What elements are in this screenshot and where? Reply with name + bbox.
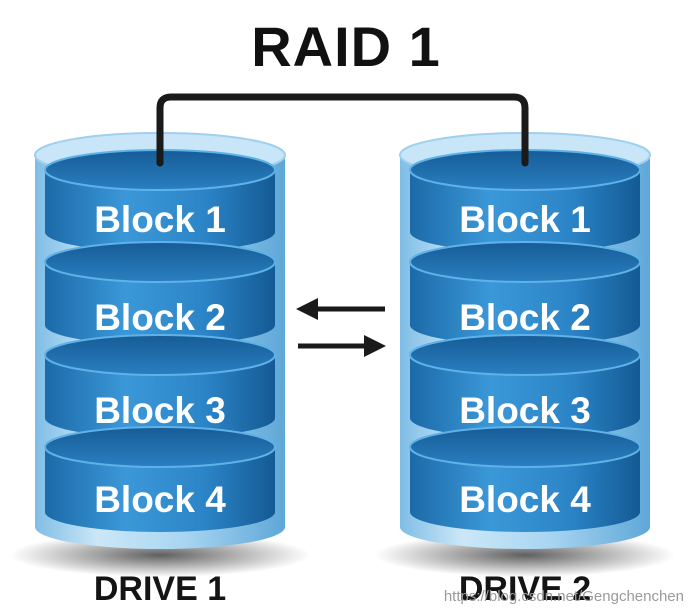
drive-2-block-1-label: Block 1 [459,199,591,240]
drive-2-block-4-label: Block 4 [459,479,591,520]
watermark: https://blog.csdn.net/Gengchenchen [443,588,684,605]
drive-1: Block 1 Block 2 Block 3 Block 4 [10,132,310,577]
drive-1-block-3-label: Block 3 [94,390,226,431]
drive-2-block-2: Block 2 [409,241,641,345]
drive-1-block-4: Block 4 [44,426,276,532]
drive-1-block-4-label: Block 4 [94,479,226,520]
drive-1-block-2-label: Block 2 [94,297,226,338]
drive-1-block-1-label: Block 1 [94,199,226,240]
drive-1-block-1: Block 1 [44,149,276,252]
drive-1-label: DRIVE 1 [93,570,227,608]
sync-arrow-left-icon [296,298,385,320]
drive-1-block-3: Block 3 [44,334,276,438]
drive-2-block-4: Block 4 [409,426,641,532]
drive-2-block-2-label: Block 2 [459,297,591,338]
drive-1-block-2: Block 2 [44,241,276,345]
drive-2-block-3-label: Block 3 [459,390,591,431]
drive-2-block-3: Block 3 [409,334,641,438]
diagram-title: RAID 1 [251,15,441,78]
connector-bracket-icon [156,93,529,167]
drive-2-label: DRIVE 2 [458,570,592,608]
sync-arrow-right-icon [298,335,386,357]
drive-2: Block 1 Block 2 Block 3 Block 4 [375,132,675,577]
